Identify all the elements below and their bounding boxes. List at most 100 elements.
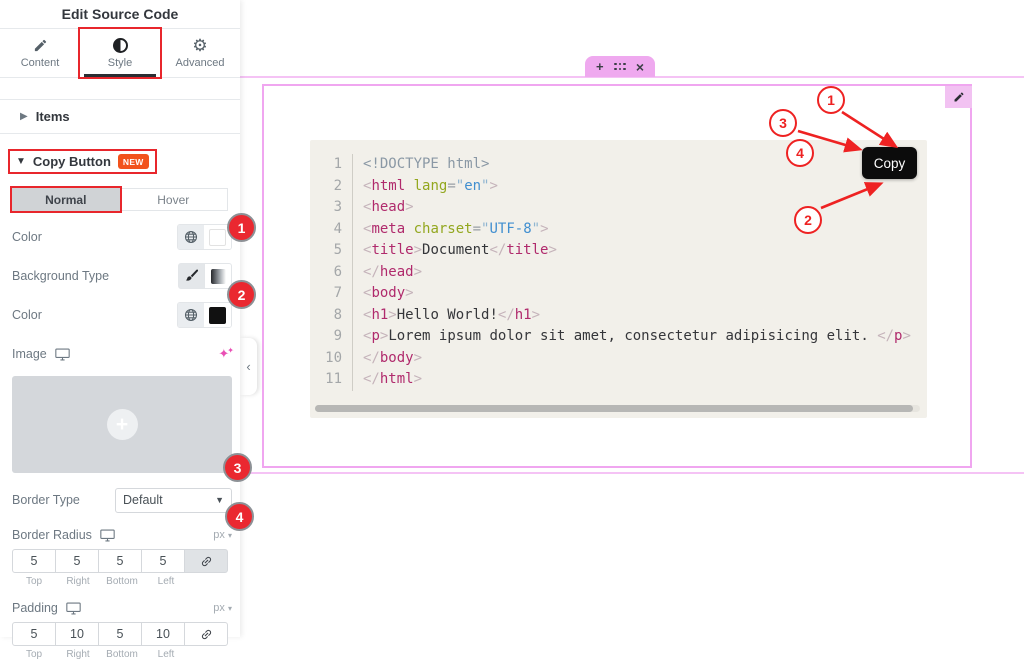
code-line: 8<h1>Hello World!</h1>: [310, 304, 927, 326]
annotation-badge-2: 2: [227, 280, 256, 309]
code-line: 9<p>Lorem ipsum dolor sit amet, consecte…: [310, 326, 927, 348]
state-tabs: Normal Hover: [10, 186, 228, 213]
control-row-border-type: Border Type Default ▼: [12, 487, 232, 513]
control-row-border-radius: Border Radius px ▾: [12, 526, 232, 544]
state-tab-normal[interactable]: Normal: [10, 186, 121, 213]
image-upload-area[interactable]: +: [12, 376, 232, 473]
chevron-down-icon: ▾: [227, 531, 232, 540]
border-radius-right-input[interactable]: [55, 549, 99, 573]
panel-header: Edit Source Code: [0, 0, 240, 29]
state-tab-hover[interactable]: Hover: [119, 188, 228, 211]
color-swatch-cell[interactable]: [204, 303, 231, 327]
code-line: 4<meta charset="UTF-8">: [310, 218, 927, 240]
dim-label-bottom: Bottom: [106, 649, 138, 660]
background-color-picker[interactable]: [177, 302, 232, 328]
editor-canvas: + × 1<!DOCTYPE html>2<html lang="en">3<h…: [240, 0, 1024, 637]
color-swatch-cell[interactable]: [204, 225, 231, 249]
new-badge: NEW: [117, 154, 149, 169]
tab-style-label: Style: [107, 57, 133, 69]
dim-label-left: Left: [157, 576, 175, 587]
annotation-circle-3: 3: [769, 109, 797, 137]
tab-style[interactable]: Style: [78, 27, 162, 79]
section-copy-button[interactable]: ▼ Copy Button NEW: [8, 149, 157, 174]
desktop-icon[interactable]: [100, 529, 115, 542]
plus-icon: +: [115, 413, 129, 436]
code-line: 10</body>: [310, 347, 927, 369]
padding-label: Padding: [12, 601, 58, 615]
pencil-icon: [954, 92, 964, 102]
code-lines: 1<!DOCTYPE html>2<html lang="en">3<head>…: [310, 154, 927, 391]
border-radius-label: Border Radius: [12, 528, 92, 542]
globe-icon[interactable]: [178, 303, 204, 327]
dim-label-top: Top: [25, 649, 43, 660]
code-line: 6</head>: [310, 261, 927, 283]
tab-content[interactable]: Content: [0, 29, 80, 77]
background-color-label: Color: [12, 308, 42, 322]
image-label: Image: [12, 347, 47, 361]
border-radius-top-input[interactable]: [12, 549, 56, 573]
section-items[interactable]: ▶ Items: [0, 99, 240, 134]
state-tab-normal-label: Normal: [45, 192, 87, 207]
padding-bottom-input[interactable]: [98, 622, 142, 646]
gradient-background-button[interactable]: [205, 263, 232, 289]
scrollbar-thumb[interactable]: [315, 405, 913, 412]
border-radius-bottom-input[interactable]: [98, 549, 142, 573]
control-row-image: Image ✦✦: [12, 341, 234, 367]
classic-background-button[interactable]: [178, 263, 205, 289]
annotation-circle-1: 1: [817, 86, 845, 114]
add-section-icon[interactable]: +: [596, 59, 604, 74]
annotation-badge-4: 4: [225, 502, 254, 531]
caret-down-icon: ▼: [16, 156, 26, 167]
dim-label-right: Right: [66, 576, 90, 587]
tab-advanced[interactable]: ⚙ Advanced: [160, 29, 240, 77]
drag-handle-icon[interactable]: [614, 62, 626, 71]
control-row-background-color: Color: [12, 302, 232, 328]
border-type-value: Default: [123, 493, 163, 507]
code-line: 7<body>: [310, 283, 927, 305]
section-copy-button-label: Copy Button: [32, 154, 111, 169]
padding-top-input[interactable]: [12, 622, 56, 646]
control-row-color: Color: [12, 224, 232, 250]
unit-label: px: [213, 602, 225, 614]
close-icon[interactable]: ×: [635, 58, 644, 75]
border-radius-dim-labels: Top Right Bottom Left: [12, 576, 232, 587]
padding-unit-select[interactable]: px ▾: [213, 602, 232, 614]
globe-icon[interactable]: [178, 225, 204, 249]
padding-right-input[interactable]: [55, 622, 99, 646]
contrast-icon: [112, 37, 128, 54]
dim-label-right: Right: [66, 649, 90, 660]
caret-right-icon: ▶: [20, 111, 28, 122]
border-radius-left-input[interactable]: [141, 549, 185, 573]
border-type-label: Border Type: [12, 493, 80, 507]
pencil-icon: [33, 37, 48, 54]
panel-collapse-button[interactable]: ‹: [240, 338, 257, 395]
desktop-icon[interactable]: [66, 602, 81, 615]
annotation-badge-1: 1: [227, 213, 256, 242]
black-color-swatch: [209, 306, 226, 324]
padding-inputs: [12, 622, 232, 646]
chevron-left-icon: ‹: [246, 359, 251, 374]
link-values-button[interactable]: [184, 622, 228, 646]
annotation-circle-2: 2: [794, 206, 822, 234]
copy-button[interactable]: Copy: [862, 147, 917, 179]
panel-title: Edit Source Code: [61, 6, 179, 22]
link-values-button[interactable]: [184, 549, 228, 573]
color-picker[interactable]: [177, 224, 232, 250]
ai-sparkles-icon[interactable]: ✦✦: [218, 346, 233, 361]
section-handle[interactable]: + ×: [585, 56, 655, 77]
white-color-swatch: [209, 228, 226, 246]
padding-left-input[interactable]: [141, 622, 185, 646]
border-radius-unit-select[interactable]: px ▾: [213, 529, 232, 541]
chevron-down-icon: ▼: [215, 495, 224, 505]
dim-label-left: Left: [157, 649, 175, 660]
desktop-icon[interactable]: [55, 348, 70, 361]
add-image-button[interactable]: +: [106, 409, 138, 440]
border-type-select[interactable]: Default ▼: [115, 487, 232, 513]
section-items-label: Items: [35, 109, 70, 124]
edit-widget-button[interactable]: [945, 86, 972, 108]
code-line: 2<html lang="en">: [310, 175, 927, 197]
unit-label: px: [213, 529, 225, 541]
background-type-switcher: [178, 263, 232, 289]
gear-icon: ⚙: [192, 36, 208, 55]
code-line: 3<head>: [310, 197, 927, 219]
